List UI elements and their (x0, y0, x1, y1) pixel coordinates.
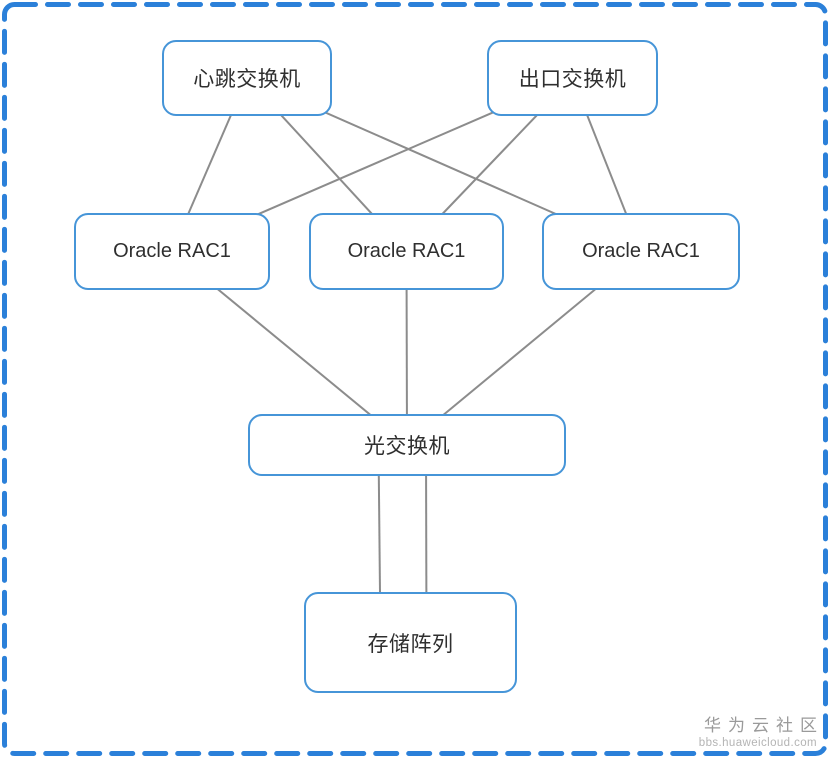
watermark-title: 华为云社区 (704, 715, 824, 735)
node-oracle-rac-b[interactable]: Oracle RAC1 (309, 213, 504, 290)
node-label: Oracle RAC1 (582, 240, 700, 262)
node-storage-array[interactable]: 存储阵列 (304, 592, 517, 693)
watermark-url: bbs.huaweicloud.com (698, 736, 817, 749)
node-exit-switch[interactable]: 出口交换机 (487, 40, 658, 116)
node-label: 出口交换机 (518, 68, 627, 91)
node-label: 心跳交换机 (193, 68, 301, 91)
node-label: Oracle RAC1 (113, 240, 231, 262)
node-label: 存储阵列 (367, 632, 454, 656)
node-oracle-rac-c[interactable]: Oracle RAC1 (542, 213, 740, 290)
node-optical-switch[interactable]: 光交换机 (248, 414, 566, 476)
node-label: 光交换机 (364, 435, 450, 458)
node-label: Oracle RAC1 (347, 240, 466, 262)
node-oracle-rac-a[interactable]: Oracle RAC1 (74, 213, 270, 290)
watermark: 华为云社区 bbs.huaweicloud.com (699, 717, 817, 750)
node-heartbeat-switch[interactable]: 心跳交换机 (162, 40, 332, 116)
